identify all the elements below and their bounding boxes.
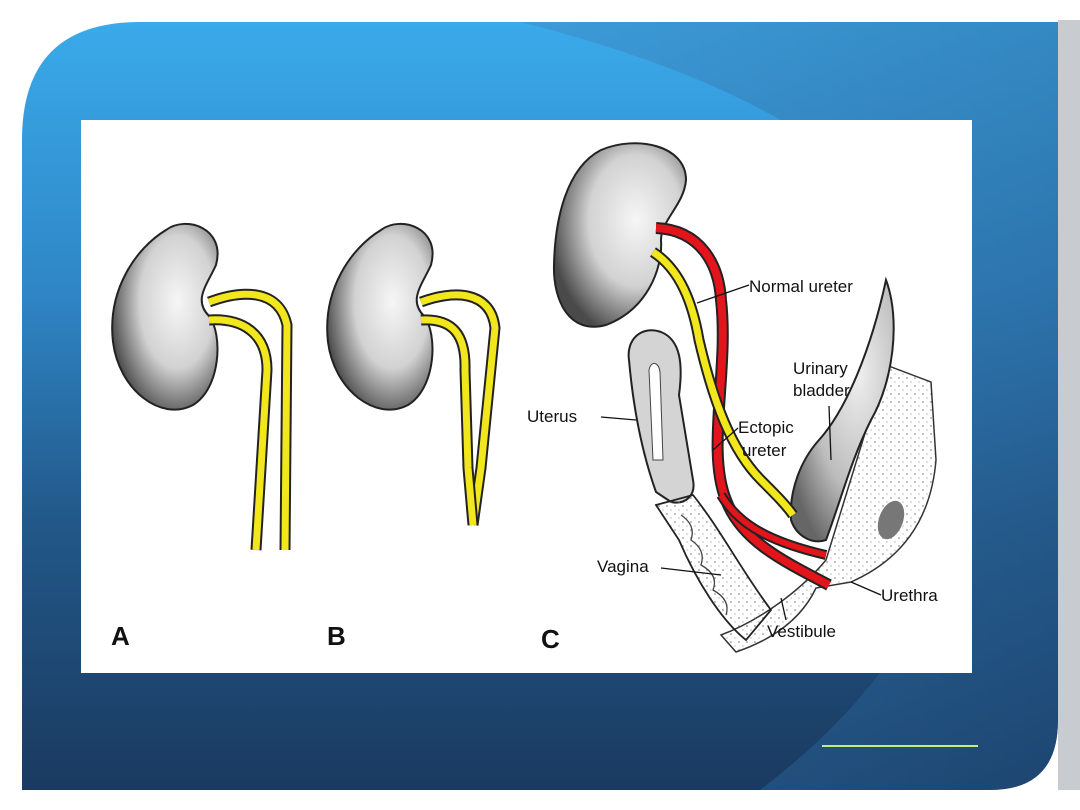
leader-ectopic-ureter [712, 427, 739, 451]
leader-urethra [850, 581, 882, 596]
kidney-c [552, 142, 688, 328]
pelvic-tissue [719, 364, 937, 653]
leader-vagina [660, 567, 722, 576]
label-ectopic: Ectopic [738, 418, 794, 437]
label-uterus: Uterus [527, 407, 577, 426]
ureter-diagram-figure: A B [81, 120, 972, 673]
panel-a: A [111, 222, 293, 651]
label-ureter: ureter [742, 441, 787, 460]
vagina [654, 493, 773, 642]
kidney-b [326, 222, 434, 411]
label-vestibule: Vestibule [767, 622, 836, 641]
panel-letter-a: A [111, 621, 130, 651]
label-urinary: Urinary [793, 359, 848, 378]
leader-vestibule [780, 597, 787, 621]
kidney-a [111, 222, 219, 411]
urinary-bladder [789, 276, 895, 543]
ureter-diagram: A B [111, 142, 938, 654]
panel-letter-b: B [327, 621, 346, 651]
leader-uterus [600, 416, 637, 421]
panel-c: Normal ureter Urinary bladder Uterus Ect… [527, 142, 938, 654]
panel-letter-c: C [541, 624, 560, 654]
label-bladder: bladder [793, 381, 850, 400]
slide-edge-shadow [1058, 20, 1080, 790]
leader-normal-ureter [696, 284, 750, 304]
panel-b: B [326, 222, 501, 651]
label-urethra: Urethra [881, 586, 938, 605]
label-normal-ureter: Normal ureter [749, 277, 853, 296]
leader-urinary-bladder [828, 405, 832, 461]
bladder-mark [877, 500, 905, 540]
label-vagina: Vagina [597, 557, 649, 576]
